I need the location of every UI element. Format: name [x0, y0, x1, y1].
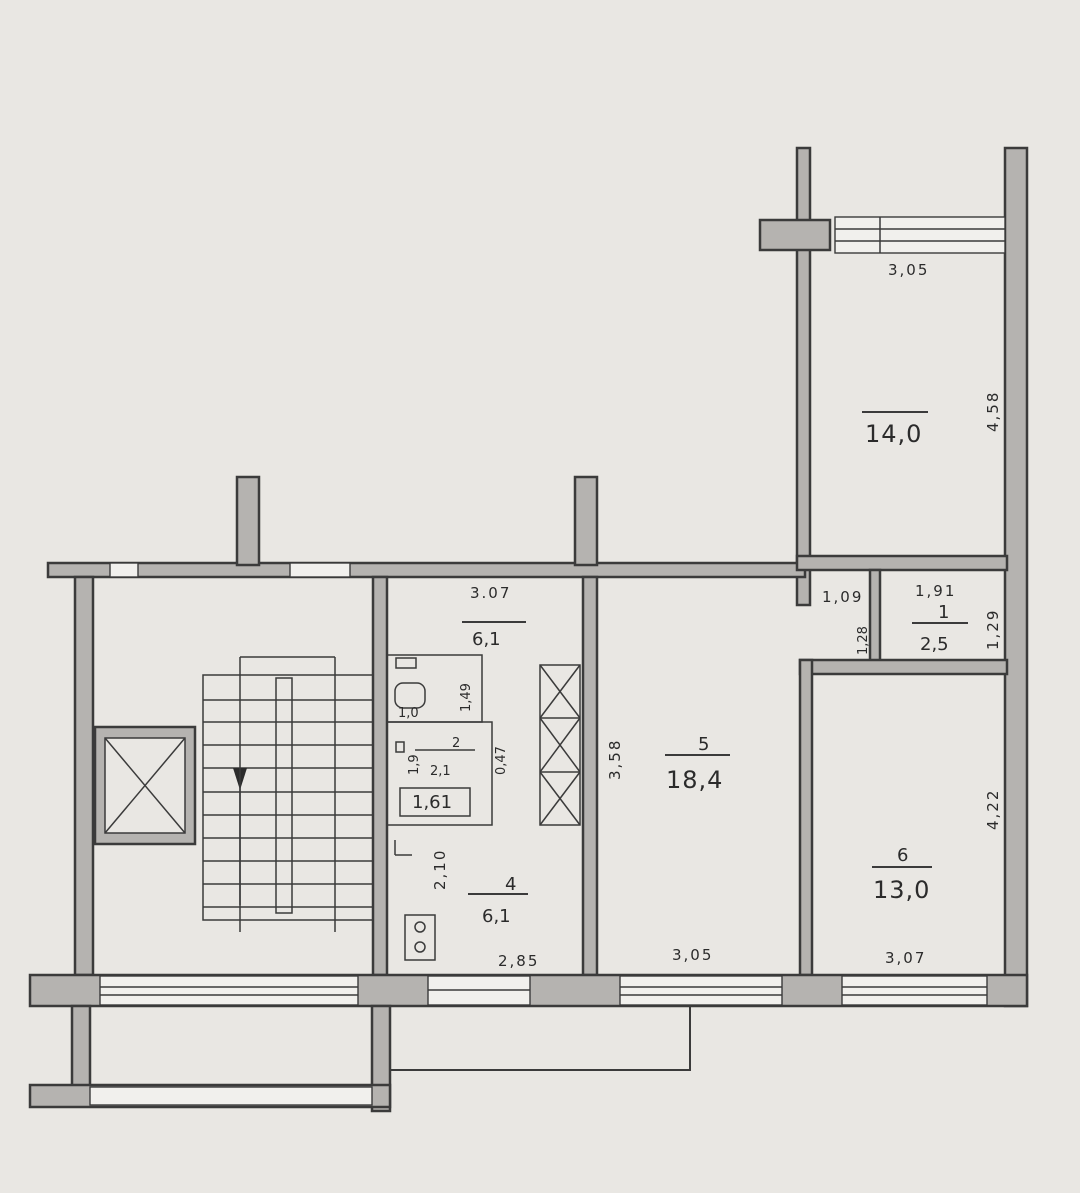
sink-icon — [395, 741, 405, 753]
wall-stub-2 — [573, 475, 599, 567]
window-loggia — [89, 1086, 373, 1106]
windows — [89, 216, 1006, 1106]
label-room6-number: 6 — [897, 845, 908, 866]
label-bedroom-width: 3,05 — [888, 261, 929, 279]
loggia-outline — [390, 1006, 691, 1071]
label-room6-area: 13,0 — [873, 876, 930, 904]
stair-flight — [202, 674, 374, 921]
label-room5-area: 18,4 — [666, 766, 723, 794]
label-bathroom-gap: 0,47 — [494, 746, 509, 775]
window-bedroom-top — [834, 216, 1006, 254]
label-room4-number: 4 — [505, 874, 516, 895]
label-room1-depth-right: 1,29 — [984, 609, 1002, 650]
window-stair-bottom — [99, 975, 359, 1006]
area-dividers — [415, 411, 968, 895]
wall-room6-left — [798, 658, 814, 977]
window-room6 — [841, 975, 988, 1006]
label-bathroom-depth: 1,9 — [407, 754, 422, 775]
label-room1-number: 1 — [938, 602, 949, 623]
label-room5-depth: 3,58 — [606, 739, 624, 780]
wall-stub-upper — [758, 218, 832, 252]
label-room1-depth-left: 1,28 — [856, 626, 871, 655]
wall-room5-left — [581, 575, 599, 977]
window-room5 — [619, 975, 783, 1006]
wall-horizontal-right — [795, 554, 1009, 572]
wall-horizontal-main — [46, 561, 807, 579]
label-bedroom-area: 14,0 — [865, 420, 922, 448]
window-corridor-1 — [109, 562, 139, 578]
bathroom-block — [386, 654, 581, 961]
label-room5-number: 5 — [698, 734, 709, 755]
staircase — [93, 656, 374, 932]
label-room1-width: 1,91 — [915, 582, 956, 600]
label-room3-width: 3.07 — [470, 584, 511, 602]
label-bathtub: 1,61 — [412, 792, 452, 813]
label-room6-depth: 4,22 — [984, 789, 1002, 830]
wall-room1-left — [868, 568, 882, 665]
label-room6-width: 3,07 — [885, 949, 926, 967]
wall-room6-top — [798, 658, 1009, 676]
wall-right-exterior — [1003, 146, 1029, 1008]
toilet-icon — [394, 682, 426, 709]
wall-room4-left — [371, 575, 389, 977]
bathroom-room — [386, 721, 493, 826]
label-bathroom-number: 2 — [452, 736, 460, 751]
label-bathroom-area: 2,1 — [430, 764, 451, 779]
label-toilet-depth: 1,49 — [459, 683, 474, 712]
label-room4-depth: 2,10 — [431, 849, 449, 890]
ventilation-shaft — [539, 664, 581, 826]
wall-bedroom-left — [795, 146, 812, 607]
label-bedroom-depth: 4,58 — [984, 391, 1002, 432]
label-room1-area: 2,5 — [920, 634, 949, 655]
label-corridor-width: 1,09 — [822, 588, 863, 606]
window-corridor-2 — [289, 562, 351, 578]
bathtub — [399, 787, 471, 817]
label-room4-width: 2,85 — [498, 952, 539, 970]
label-toilet-width: 1,0 — [398, 706, 419, 721]
wall-stair-left — [73, 575, 95, 977]
wall-stub-1 — [235, 475, 261, 567]
cistern-icon — [395, 657, 417, 669]
label-room3-area: 6,1 — [472, 629, 501, 650]
label-room4-area: 6,1 — [482, 906, 511, 927]
stove-icon — [404, 914, 436, 961]
label-room5-width: 3,05 — [672, 946, 713, 964]
